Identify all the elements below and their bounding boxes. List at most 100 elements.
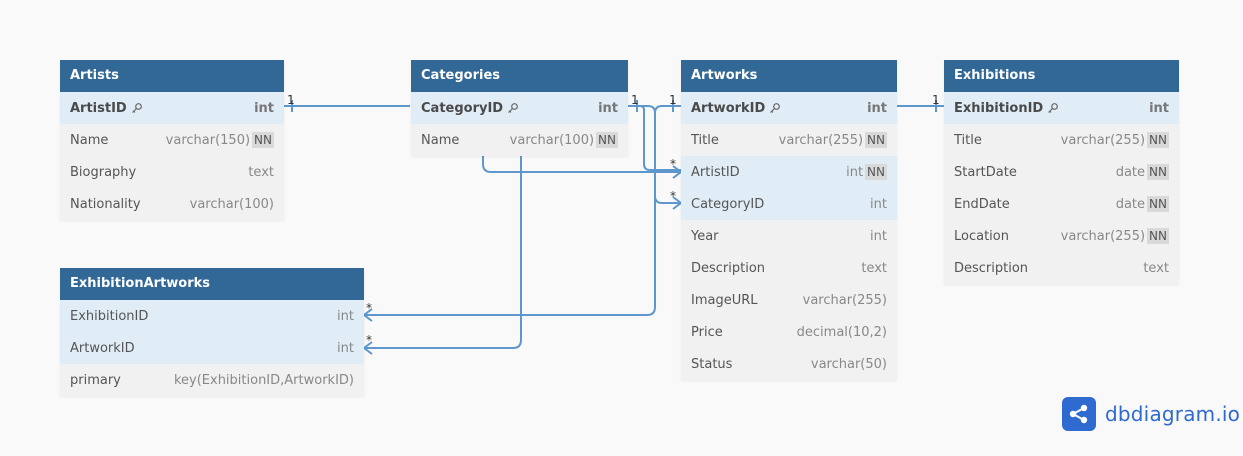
field-name: Name xyxy=(421,132,460,148)
field-name-wrap: ArtistID xyxy=(70,101,143,116)
field-type-wrap: varchar(255) xyxy=(803,293,887,308)
field-type: varchar(100) xyxy=(189,196,274,212)
field-type-wrap: int xyxy=(598,101,618,116)
field-type: int xyxy=(867,100,887,116)
field-type: varchar(255) xyxy=(802,292,887,308)
link-categories-artworks[interactable] xyxy=(628,105,681,204)
field-name-wrap: ExhibitionID xyxy=(954,101,1059,116)
table-header[interactable]: Categories xyxy=(411,60,628,92)
field-row[interactable]: Price decimal(10,2) xyxy=(681,316,897,348)
field-type: varchar(100) xyxy=(509,132,595,148)
field-row[interactable]: ArtistID int xyxy=(60,92,284,124)
table-header[interactable]: ExhibitionArtworks xyxy=(60,268,364,300)
field-type: text xyxy=(1143,260,1169,276)
field-row[interactable]: ExhibitionID int xyxy=(60,300,364,332)
field-type-wrap: int xyxy=(337,309,354,324)
field-name: Description xyxy=(954,260,1029,276)
field-name-wrap: ArtistID xyxy=(691,165,740,180)
field-name: Title xyxy=(691,132,719,148)
field-name: ExhibitionID xyxy=(70,308,149,324)
field-name-wrap: StartDate xyxy=(954,165,1017,180)
field-type-wrap: text xyxy=(248,165,274,180)
field-row[interactable]: ImageURL varchar(255) xyxy=(681,284,897,316)
field-type-wrap: text xyxy=(861,261,887,276)
field-name-wrap: EndDate xyxy=(954,197,1010,212)
field-name: Nationality xyxy=(70,196,141,212)
field-row[interactable]: Biography text xyxy=(60,156,284,188)
field-name: primary xyxy=(70,372,121,388)
field-row[interactable]: Nationality varchar(100) xyxy=(60,188,284,220)
field-name-wrap: CategoryID xyxy=(421,101,519,116)
field-name: ExhibitionID xyxy=(954,100,1044,116)
field-row[interactable]: Name varchar(150)NN xyxy=(60,124,284,156)
brand-logo-link[interactable]: dbdiagram.io xyxy=(1062,397,1240,431)
field-row[interactable]: Year int xyxy=(681,220,897,252)
field-name: Status xyxy=(691,356,733,372)
field-row[interactable]: ArtworkID int xyxy=(681,92,897,124)
field-name-wrap: ArtworkID xyxy=(691,101,781,116)
field-row[interactable]: Status varchar(50) xyxy=(681,348,897,380)
field-name-wrap: Name xyxy=(70,133,108,148)
field-type-wrap: varchar(100) xyxy=(190,197,274,212)
field-name-wrap: Nationality xyxy=(70,197,141,212)
field-type: varchar(255) xyxy=(1060,228,1146,244)
many-marker xyxy=(362,341,373,355)
field-name-wrap: Year xyxy=(691,229,719,244)
field-type-wrap: varchar(50) xyxy=(811,357,887,372)
field-row[interactable]: Description text xyxy=(944,252,1179,284)
field-type-wrap: varchar(255)NN xyxy=(1061,228,1169,244)
field-name: Price xyxy=(691,324,723,340)
field-type: key(ExhibitionID,ArtworkID) xyxy=(173,372,354,388)
field-name-wrap: Biography xyxy=(70,165,136,180)
field-type: text xyxy=(861,260,887,276)
field-name: Biography xyxy=(70,164,137,180)
many-marker xyxy=(672,165,683,179)
not-null-badge: NN xyxy=(252,132,274,148)
field-name: EndDate xyxy=(954,196,1010,212)
table-header[interactable]: Exhibitions xyxy=(944,60,1179,92)
field-type-wrap: int xyxy=(870,229,887,244)
table-header[interactable]: Artists xyxy=(60,60,284,92)
cardinality-label: * xyxy=(366,301,372,315)
cardinality-label: 1 xyxy=(669,93,677,107)
field-row[interactable]: Name varchar(100)NN xyxy=(411,124,628,156)
table-header[interactable]: Artworks xyxy=(681,60,897,92)
field-type: text xyxy=(248,164,274,180)
key-icon xyxy=(131,102,143,114)
field-name: ImageURL xyxy=(691,292,758,308)
field-name-wrap: Title xyxy=(954,133,982,148)
not-null-badge: NN xyxy=(1147,196,1169,212)
field-type-wrap: text xyxy=(1143,261,1169,276)
field-type-wrap: varchar(100)NN xyxy=(510,132,618,148)
field-type: int xyxy=(254,100,274,116)
field-row[interactable]: CategoryID int xyxy=(411,92,628,124)
field-type: int xyxy=(337,308,354,324)
link-artists-artworks-seg xyxy=(482,156,681,173)
not-null-badge: NN xyxy=(865,132,887,148)
field-type: date xyxy=(1115,196,1146,212)
field-type-wrap: int xyxy=(337,341,354,356)
field-type-wrap: decimal(10,2) xyxy=(797,325,887,340)
field-row[interactable]: primary key(ExhibitionID,ArtworkID) xyxy=(60,364,364,396)
field-type: varchar(255) xyxy=(1060,132,1146,148)
field-type-wrap: varchar(150)NN xyxy=(166,132,274,148)
link-categories-exhibitionartworks[interactable] xyxy=(364,156,522,349)
